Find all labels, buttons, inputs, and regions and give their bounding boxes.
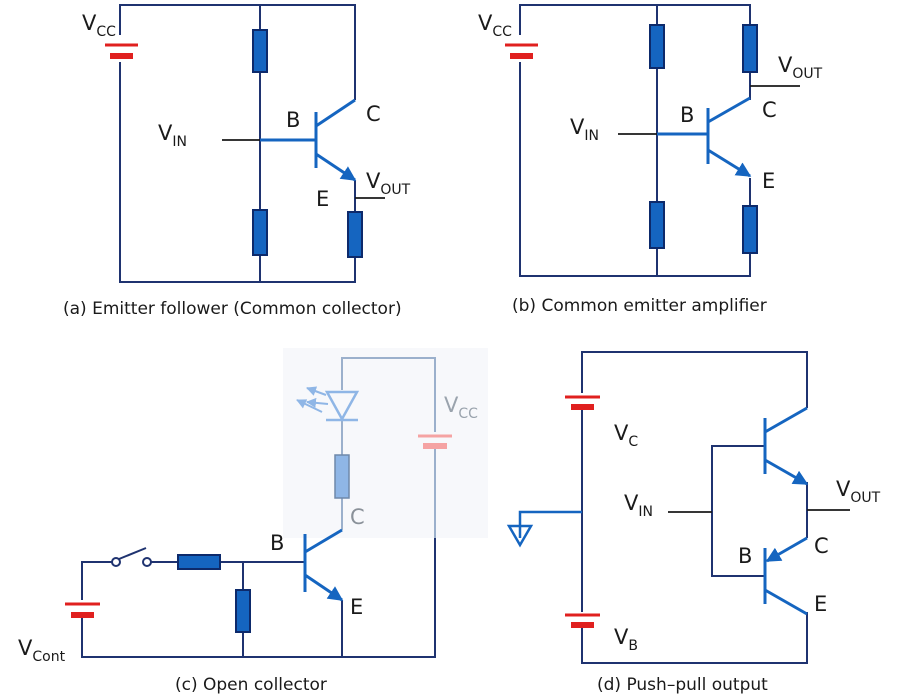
switch-icon bbox=[111, 547, 152, 567]
caption-b: (b) Common emitter amplifier bbox=[512, 296, 767, 316]
label-a-emitter: E bbox=[316, 187, 329, 211]
label-a-vout: VOUT bbox=[366, 169, 411, 198]
label-d-vb: VB bbox=[614, 625, 638, 654]
wire-c-left-top bbox=[81, 561, 116, 600]
wire-b-top bbox=[519, 4, 751, 35]
label-c-vcc: VCC bbox=[444, 393, 478, 422]
caption-a: (a) Emitter follower (Common collector) bbox=[63, 299, 402, 319]
caption-c: (c) Open collector bbox=[175, 675, 327, 695]
caption-d: (d) Push–pull output bbox=[597, 675, 768, 695]
label-b-collector: C bbox=[762, 98, 777, 122]
panel-b-common-emitter: VCC VIN VOUT B C E (b) Common emitter am… bbox=[478, 4, 823, 316]
transistor-d-npn bbox=[763, 406, 809, 486]
label-a-collector: C bbox=[366, 102, 381, 126]
resistor-b-r1 bbox=[649, 24, 665, 69]
label-d-base: B bbox=[738, 544, 752, 568]
label-d-vout: VOUT bbox=[836, 477, 881, 506]
label-c-vcont: VCont bbox=[18, 636, 66, 665]
label-c-emitter: E bbox=[350, 595, 363, 619]
label-d-vin: VIN bbox=[624, 491, 653, 520]
transistor-d-pnp bbox=[763, 536, 808, 616]
label-a-base: B bbox=[286, 108, 300, 132]
resistor-c-pulldown bbox=[235, 589, 251, 633]
label-a-vcc: VCC bbox=[82, 11, 116, 40]
panel-c-open-collector: VCC VCont B C E (c) Open collector bbox=[18, 348, 488, 695]
label-b-base: B bbox=[680, 103, 694, 127]
resistor-a-re bbox=[347, 211, 363, 258]
label-c-collector: C bbox=[350, 505, 365, 529]
wire-a-top bbox=[119, 4, 356, 100]
label-d-emitter: E bbox=[814, 592, 827, 616]
label-a-vin: VIN bbox=[158, 121, 187, 150]
wire-d-top bbox=[581, 351, 808, 408]
transistor-b-npn bbox=[657, 96, 752, 178]
resistor-a-r2 bbox=[252, 209, 268, 256]
label-c-base: B bbox=[270, 531, 284, 555]
label-b-emitter: E bbox=[762, 169, 775, 193]
wire-a-bottom bbox=[119, 62, 356, 283]
ground-icon bbox=[506, 510, 582, 548]
transistor-a-npn bbox=[260, 98, 357, 182]
wire-d-bottom bbox=[581, 612, 808, 664]
label-b-vcc: VCC bbox=[478, 11, 512, 40]
label-d-collector: C bbox=[814, 534, 829, 558]
led-icon bbox=[296, 386, 360, 422]
resistor-c-base bbox=[177, 554, 221, 570]
label-b-vin: VIN bbox=[570, 115, 599, 144]
resistor-a-r1 bbox=[252, 29, 268, 73]
wire-b-bottom bbox=[519, 62, 751, 277]
resistor-c-load bbox=[334, 454, 350, 499]
wire-c-bottom bbox=[81, 538, 436, 658]
label-d-vc: VC bbox=[614, 421, 638, 450]
panel-d-push-pull: VC VB VIN VOUT B C E (d) Push–pull outpu… bbox=[506, 351, 881, 695]
resistor-b-r2 bbox=[649, 201, 665, 249]
wire-c-external-top bbox=[341, 357, 436, 432]
wire-d-base-tie bbox=[711, 445, 765, 577]
transistor-c-npn bbox=[303, 528, 344, 602]
panel-a-emitter-follower: VCC VIN VOUT B C E (a) Emitter follower … bbox=[63, 4, 411, 319]
label-b-vout: VOUT bbox=[778, 53, 823, 82]
resistor-b-rc bbox=[742, 24, 758, 73]
resistor-b-re bbox=[742, 205, 758, 254]
external-load-area bbox=[283, 348, 488, 538]
